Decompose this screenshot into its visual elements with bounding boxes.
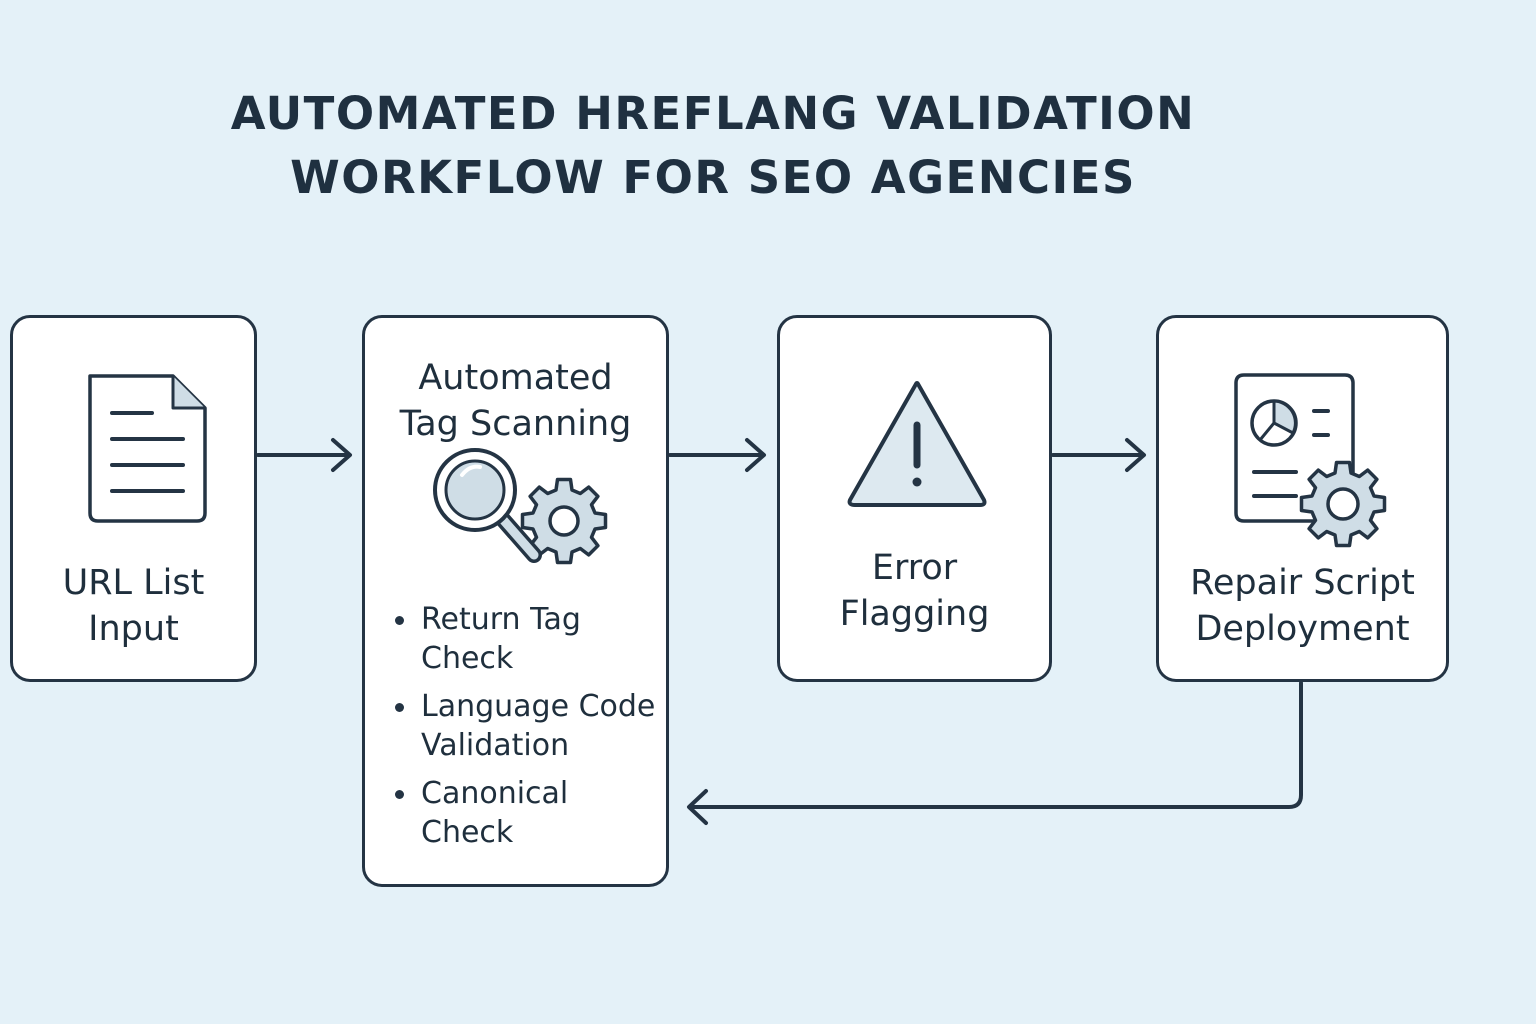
step-label-line: Error (871, 548, 958, 588)
arrow-3-to-4 (1051, 438, 1146, 472)
list-item: Return Tag Check (393, 600, 655, 678)
list-item: Language Code Validation (393, 687, 655, 765)
feedback-loop-arrow (687, 681, 1303, 825)
step-label-line: Flagging (839, 594, 990, 634)
magnifier-gear-icon (433, 448, 608, 565)
list-item: Canonical Check (393, 774, 655, 852)
step-repair-script-deployment: Repair Script Deployment (1156, 315, 1449, 682)
warning-icon (847, 381, 987, 507)
list-item-line: Check (421, 641, 514, 676)
arrow-1-to-2 (256, 438, 352, 472)
list-item-line: Validation (421, 728, 570, 763)
list-item-line: Language Code (421, 689, 656, 724)
step-label: Error Flagging (780, 545, 1049, 637)
report-gear-icon (1234, 373, 1387, 548)
diagram-title-line-1: AUTOMATED HREFLANG VALIDATION (230, 87, 1196, 140)
step-label-line: Repair Script (1190, 563, 1415, 603)
list-item-line: Check (421, 815, 514, 850)
list-item-line: Canonical (421, 776, 569, 811)
scan-checks-list: Return Tag Check Language Code Validatio… (393, 600, 655, 861)
step-label-line: Deployment (1195, 609, 1410, 649)
step-label-line: Tag Scanning (399, 404, 632, 444)
step-label: Automated Tag Scanning (365, 355, 666, 447)
document-icon (88, 374, 207, 523)
step-label-line: Automated (418, 358, 613, 398)
arrow-2-to-3 (668, 438, 766, 472)
step-url-list-input: URL List Input (10, 315, 257, 682)
step-automated-tag-scanning: Automated Tag Scanning Return Tag Check … (362, 315, 669, 887)
step-error-flagging: Error Flagging (777, 315, 1052, 682)
diagram-title-line-2: WORKFLOW FOR SEO AGENCIES (290, 151, 1136, 204)
step-label: Repair Script Deployment (1159, 560, 1446, 652)
step-label-line: Input (88, 609, 179, 649)
step-label-line: URL List (62, 563, 205, 603)
step-label: URL List Input (13, 560, 254, 652)
list-item-line: Return Tag (421, 602, 581, 637)
